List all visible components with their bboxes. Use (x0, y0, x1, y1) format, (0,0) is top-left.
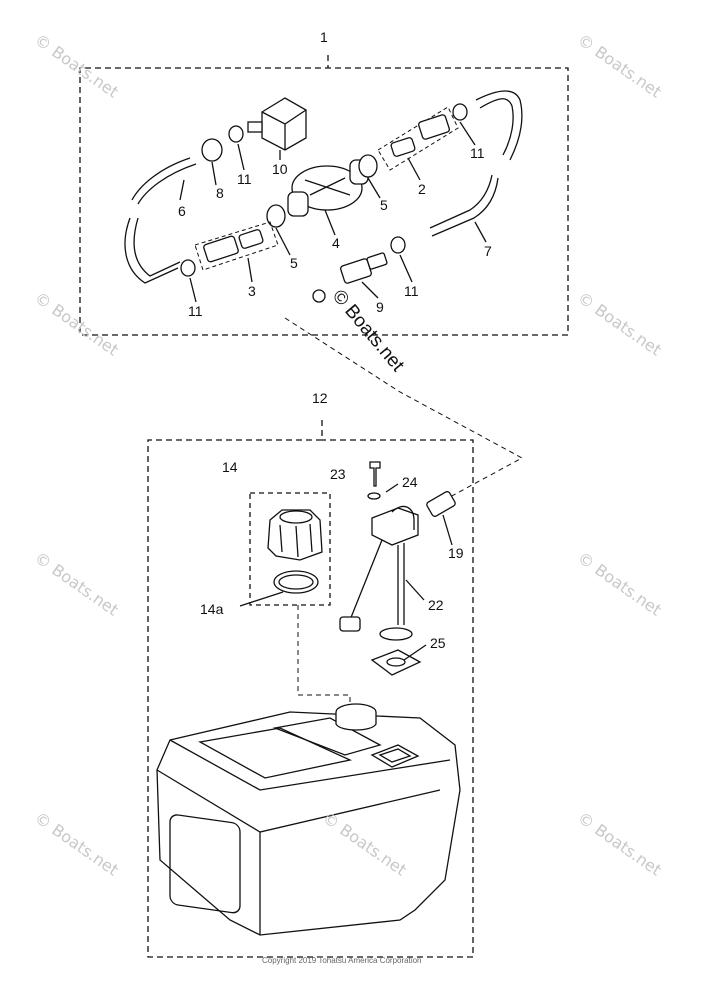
callout-11-c: 11 (188, 303, 203, 319)
callout-6: 6 (178, 203, 186, 219)
hose-7 (429, 174, 499, 237)
fuel-line-assembly-outline (79, 55, 569, 336)
callout-19: 19 (448, 545, 464, 561)
clamp-5-right (358, 154, 378, 178)
connector-3 (203, 235, 239, 263)
callout-23: 23 (330, 466, 346, 482)
callout-10: 10 (272, 161, 288, 177)
clamp-11-c (180, 259, 196, 277)
gasket-14a (273, 570, 319, 594)
fuel-gauge-22 (371, 507, 419, 546)
washer-24 (367, 492, 381, 500)
connector-2 (418, 114, 450, 140)
connector-19 (426, 491, 456, 517)
callout-7: 7 (484, 243, 492, 259)
callout-12: 12 (312, 390, 328, 406)
callout-22: 22 (428, 597, 444, 613)
callout-14: 14 (222, 459, 238, 475)
callout-24: 24 (402, 474, 418, 490)
screw-23 (369, 461, 381, 487)
callout-8: 8 (216, 185, 224, 201)
fuel-tank-assembly-outline (147, 420, 474, 958)
hose-6 (131, 157, 197, 205)
clamp-11-a (228, 125, 244, 143)
hose-7-upper (475, 90, 523, 161)
callout-2: 2 (418, 181, 426, 197)
callout-9: 9 (376, 299, 384, 315)
clamp-11-b (452, 103, 468, 121)
o-ring-9 (312, 289, 326, 303)
hose-6-lower (124, 217, 181, 284)
callout-11-a: 11 (237, 171, 252, 187)
gasket-25 (370, 649, 422, 676)
callout-11-d: 11 (404, 283, 419, 299)
cap-assembly-outline (249, 492, 331, 606)
callout-4: 4 (332, 235, 340, 251)
clamp-8 (201, 138, 223, 162)
clamp-5-left (266, 204, 286, 228)
connection-line (284, 317, 524, 499)
cap-to-tank-line (297, 605, 351, 710)
callout-3: 3 (248, 283, 256, 299)
callout-11-b: 11 (470, 145, 485, 161)
copyright-notice: Copyright 2019 Tohatsu America Corporati… (262, 956, 422, 965)
callout-5-right: 5 (380, 197, 388, 213)
callout-25: 25 (430, 635, 446, 651)
callout-1: 1 (320, 29, 328, 45)
clamp-11-d (390, 236, 406, 254)
gauge-port (370, 744, 420, 768)
fuel-tank-body (156, 711, 461, 936)
callout-14a: 14a (200, 601, 224, 617)
callout-5-left: 5 (290, 255, 298, 271)
